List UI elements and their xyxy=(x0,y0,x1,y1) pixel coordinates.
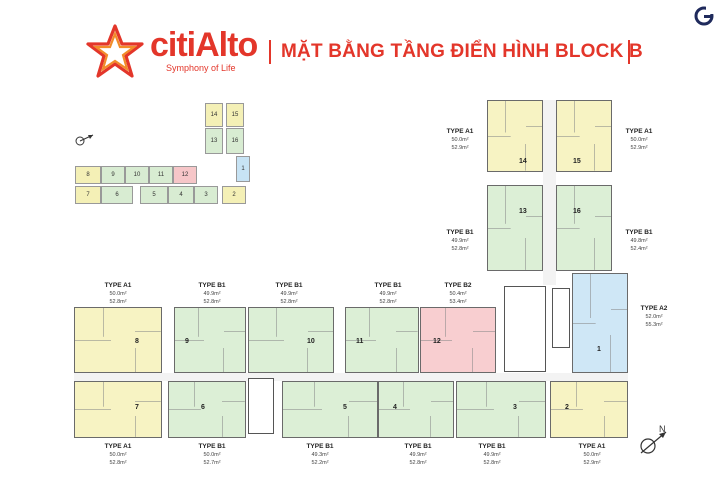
unit-number: 8 xyxy=(135,338,139,345)
compass-icon xyxy=(640,431,667,454)
keyplan-unit-2: 2 xyxy=(222,186,246,204)
keyplan-unit-3: 3 xyxy=(194,186,218,204)
page-title: MẶT BẰNG TẦNG ĐIỂN HÌNH BLOCK B xyxy=(281,41,643,62)
keyplan-unit-13: 13 xyxy=(205,128,223,154)
unit-number: 13 xyxy=(519,208,527,215)
keyplan-unit-7: 7 xyxy=(75,186,101,204)
unit-number: 2 xyxy=(565,404,569,411)
g-logo-icon xyxy=(694,6,714,26)
apartment-16: 16 xyxy=(556,185,612,271)
compass-north-label: N xyxy=(659,424,666,434)
apartment-9: 9 xyxy=(174,307,246,373)
keyplan-unit-4: 4 xyxy=(168,186,194,204)
keyplan-unit-1: 1 xyxy=(236,156,250,182)
unit-number: 3 xyxy=(513,404,517,411)
keyplan-unit-6: 6 xyxy=(101,186,133,204)
apartment-1: 1 xyxy=(572,273,628,373)
unit-number: 4 xyxy=(393,404,397,411)
apartment-3: 3 xyxy=(456,381,546,438)
unit-number: 9 xyxy=(185,338,189,345)
north-arrow-icon xyxy=(75,134,94,146)
keyplan-unit-11: 11 xyxy=(149,166,173,184)
apartment-13: 13 xyxy=(487,185,543,271)
unit-number: 11 xyxy=(356,338,364,345)
apartment-5: 5 xyxy=(282,381,378,438)
keyplan-unit-14: 14 xyxy=(205,103,223,127)
keyplan-unit-15: 15 xyxy=(226,103,244,127)
unit-number: 10 xyxy=(307,338,315,345)
star-logo-icon xyxy=(86,24,144,78)
keyplan-unit-5: 5 xyxy=(140,186,168,204)
unit-number: 16 xyxy=(573,208,581,215)
unit-number: 6 xyxy=(201,404,205,411)
keyplan-unit-16: 16 xyxy=(226,128,244,154)
apartment-4: 4 xyxy=(378,381,454,438)
elevator-core xyxy=(504,286,546,372)
brand-tagline: Symphony of Life xyxy=(166,63,236,73)
unit-number: 12 xyxy=(433,338,441,345)
apartment-11: 11 xyxy=(345,307,419,373)
stair-core xyxy=(552,288,570,348)
apartment-2: 2 xyxy=(550,381,628,438)
unit-number: 15 xyxy=(573,158,581,165)
apartment-14: 14 xyxy=(487,100,543,172)
apartment-8: 8 xyxy=(74,307,162,373)
lower-stair-core xyxy=(248,378,274,434)
apartment-10: 10 xyxy=(248,307,334,373)
unit-number: 1 xyxy=(597,346,601,353)
tower-corridor xyxy=(543,100,556,285)
keyplan-unit-12: 12 xyxy=(173,166,197,184)
unit-number: 14 xyxy=(519,158,527,165)
brand-name: citiAlto xyxy=(150,26,258,64)
apartment-12: 12 xyxy=(420,307,496,373)
apartment-7: 7 xyxy=(74,381,162,438)
keyplan-unit-10: 10 xyxy=(125,166,149,184)
unit-number: 7 xyxy=(135,404,139,411)
main-corridor xyxy=(74,373,628,381)
title-separator-left xyxy=(269,40,271,64)
unit-number: 5 xyxy=(343,404,347,411)
title-separator-right xyxy=(628,40,630,64)
keyplan-unit-9: 9 xyxy=(101,166,125,184)
apartment-15: 15 xyxy=(556,100,612,172)
keyplan-unit-8: 8 xyxy=(75,166,101,184)
apartment-6: 6 xyxy=(168,381,246,438)
